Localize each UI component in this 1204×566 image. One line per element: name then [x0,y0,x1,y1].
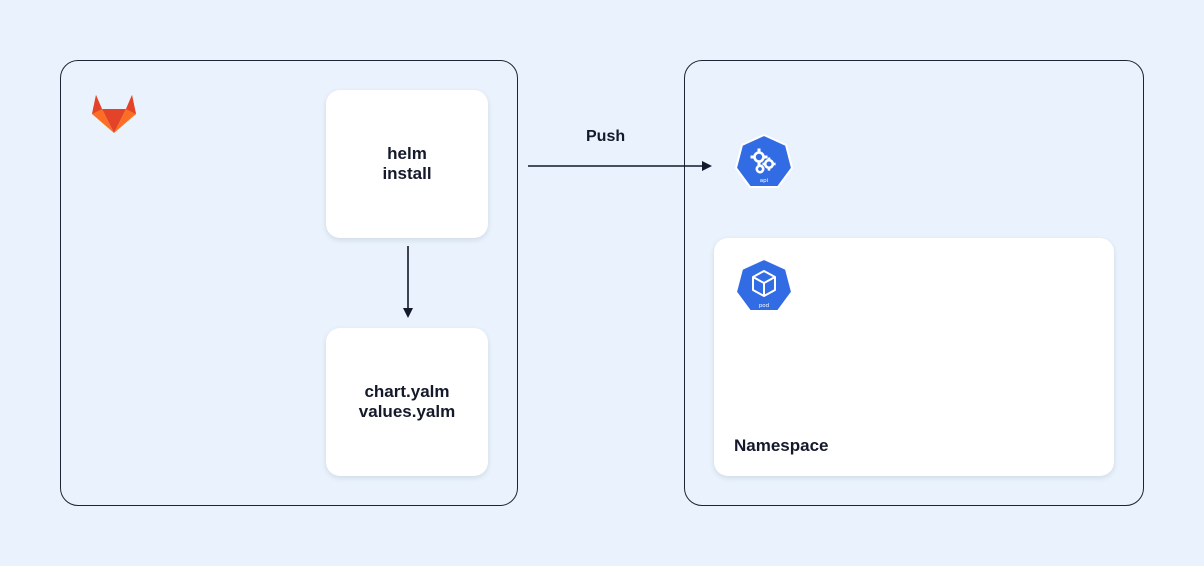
gitlab-logo-icon [92,95,136,133]
helm-to-files-arrow [403,246,413,318]
push-arrow [528,161,712,171]
chart-values-card: chart.yalm values.yalm [326,328,488,476]
files-card-line1: chart.yalm [364,382,450,401]
helm-card-line2: install [382,164,432,183]
push-arrow-label: Push [586,128,626,145]
namespace-label: Namespace [734,436,829,455]
kubernetes-cluster-panel [684,60,1144,506]
pod-icon-caption: pod [759,303,769,309]
gitlab-pipeline-panel [60,60,518,506]
helm-card-line1: helm [387,144,427,163]
kubernetes-pod-icon: pod [734,257,794,312]
api-icon-caption: api [760,178,769,184]
helm-install-card: helm install [326,90,488,238]
files-card-line2: values.yalm [358,402,456,421]
kubernetes-api-icon: api [734,133,794,188]
